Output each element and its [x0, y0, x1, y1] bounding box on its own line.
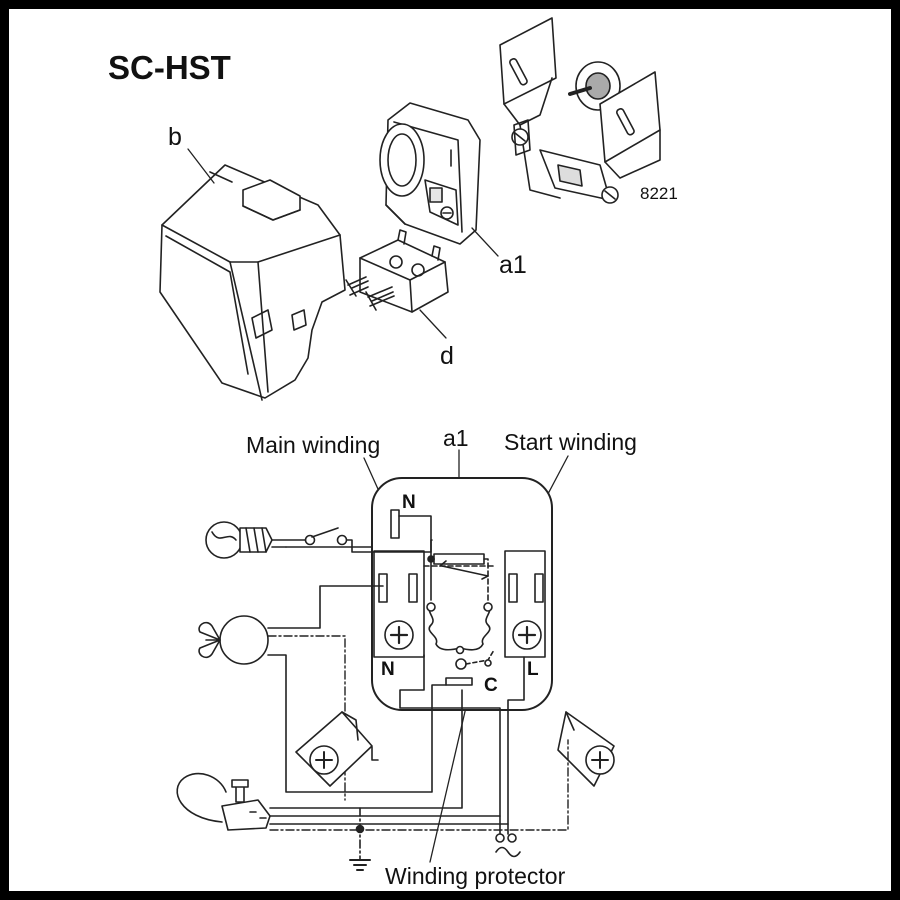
lamp-switch-contact-2 — [336, 534, 348, 546]
label-winding-protector: Winding protector — [385, 863, 566, 889]
relay-a1 — [379, 102, 499, 257]
motor-windings — [426, 602, 493, 655]
ac-terminal-1 — [495, 833, 505, 843]
leader-winding-protector — [429, 689, 471, 863]
left-tab-2 — [408, 573, 418, 603]
fan-icon — [198, 615, 269, 665]
label-n-top: N — [402, 492, 416, 513]
lamp-icon — [205, 521, 273, 559]
label-start-winding: Start winding — [504, 429, 637, 455]
connector-d — [345, 229, 449, 339]
ac-terminal-2 — [507, 833, 517, 843]
label-c: C — [484, 675, 498, 696]
right-tab-2 — [534, 573, 544, 603]
terminal-block-right — [504, 550, 546, 658]
thermostat-icon — [176, 772, 271, 831]
lamp-switch-blade — [311, 527, 339, 538]
title: SC-HST — [108, 49, 231, 86]
ac-symbol — [495, 846, 521, 858]
label-8221: 8221 — [640, 184, 678, 203]
connector-plug-right — [557, 711, 615, 787]
cover-housing — [159, 148, 346, 401]
junction-dot — [355, 824, 365, 834]
right-tab-1 — [508, 573, 518, 603]
label-a1-top: a1 — [499, 251, 527, 279]
label-n-left: N — [381, 659, 395, 680]
label-l: L — [527, 659, 539, 680]
ground-symbol — [349, 855, 371, 871]
ptc-element — [433, 553, 485, 565]
connector-plug-left — [295, 711, 373, 787]
terminal-block-left — [373, 550, 425, 658]
label-b: b — [168, 123, 182, 151]
canvas: SC-HST b a1 — [9, 9, 891, 891]
label-main-winding: Main winding — [246, 432, 380, 458]
terminal-n-top — [390, 509, 400, 539]
left-tab-1 — [378, 573, 388, 603]
winding-protector-switch — [445, 649, 495, 686]
label-d: d — [440, 342, 454, 370]
bracket-assembly — [499, 17, 661, 204]
label-a1-schematic: a1 — [443, 425, 469, 451]
diagram-svg: SC-HST b a1 — [108, 17, 678, 889]
